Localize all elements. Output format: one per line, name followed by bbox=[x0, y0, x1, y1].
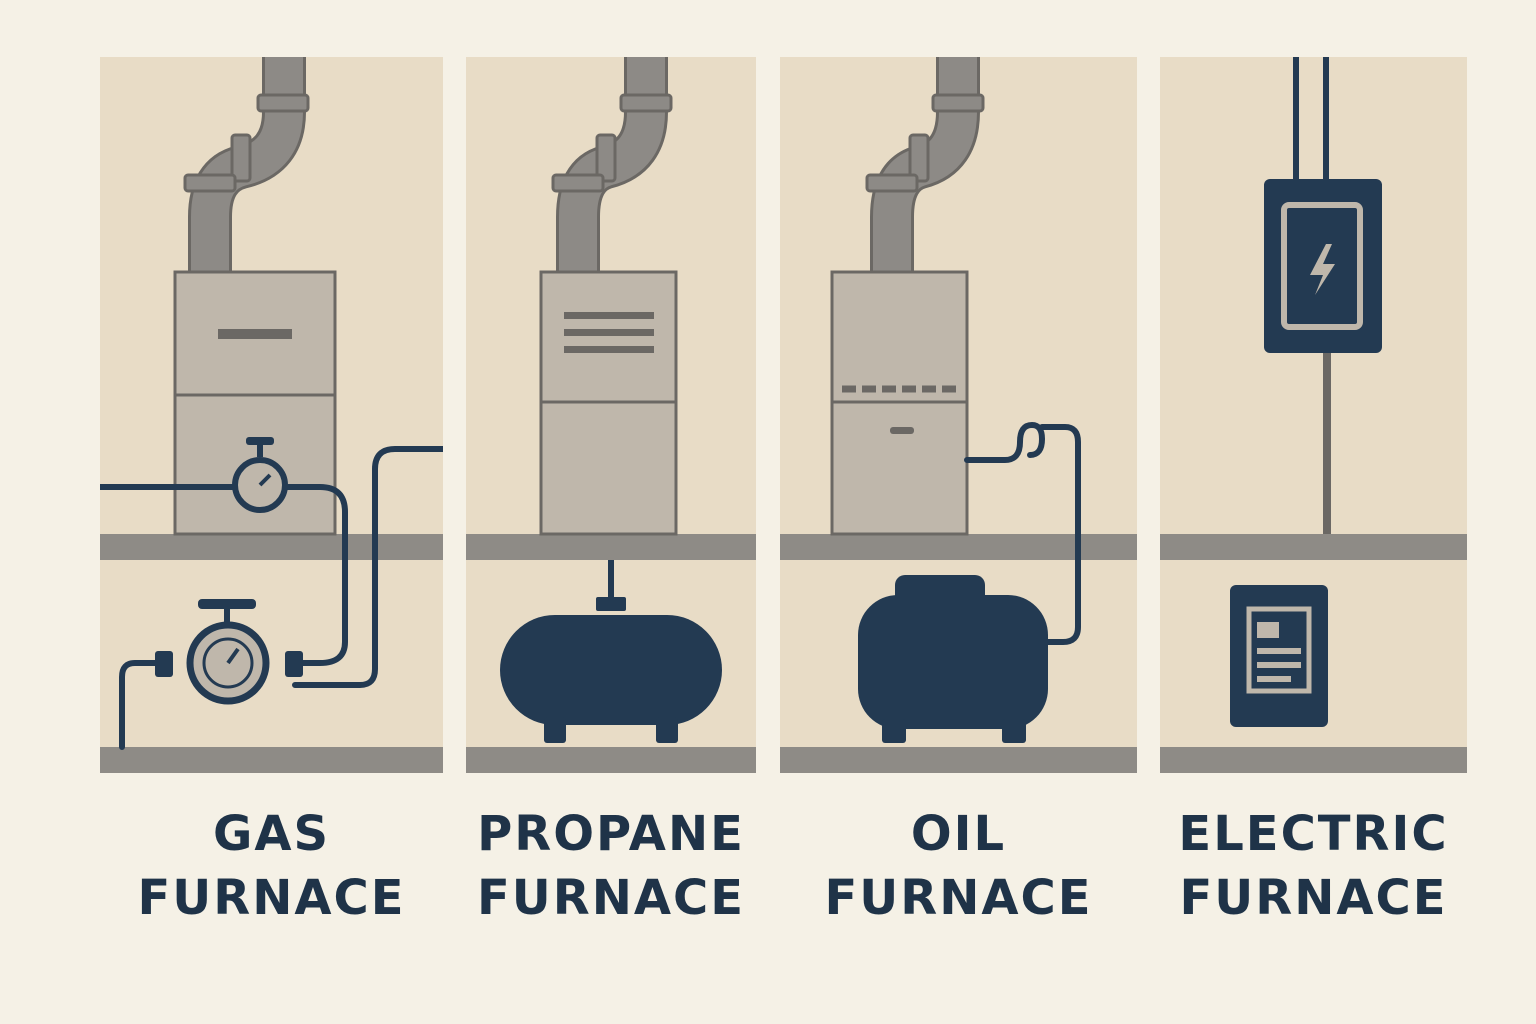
propane-furnace-label: PROPANE FURNACE bbox=[466, 802, 756, 932]
gas-valve-gauge bbox=[232, 437, 288, 513]
electrical-panel-icon bbox=[1264, 179, 1382, 353]
flue-pipe bbox=[551, 57, 673, 272]
furnace-cabinet bbox=[539, 270, 678, 536]
lightning-bolt-icon bbox=[1310, 244, 1335, 295]
oil-tank-icon bbox=[858, 575, 1048, 743]
label-line-2: FURNACE bbox=[1179, 870, 1448, 926]
label-line-2: FURNACE bbox=[476, 870, 746, 926]
flue-pipe bbox=[865, 57, 985, 272]
label-line-1: GAS bbox=[212, 806, 331, 862]
electric-furnace-label: ELECTRIC FURNACE bbox=[1160, 802, 1467, 932]
gas-furnace-panel bbox=[100, 57, 443, 773]
gas-line bbox=[100, 446, 443, 750]
flue-pipe bbox=[183, 57, 310, 272]
propane-furnace-panel bbox=[466, 57, 756, 773]
label-line-1: OIL bbox=[910, 806, 1007, 862]
label-line-1: ELECTRIC bbox=[1178, 806, 1449, 862]
furnace-cabinet bbox=[830, 270, 969, 536]
propane-tank-icon bbox=[500, 560, 722, 743]
gas-meter-icon bbox=[155, 599, 303, 705]
gas-furnace-label: GAS FURNACE bbox=[100, 802, 443, 932]
label-line-2: FURNACE bbox=[824, 870, 1093, 926]
thermostat-icon bbox=[1230, 585, 1328, 727]
oil-line bbox=[964, 422, 1081, 645]
label-line-2: FURNACE bbox=[137, 870, 406, 926]
power-wires bbox=[1293, 57, 1331, 534]
oil-furnace-panel bbox=[780, 57, 1137, 773]
oil-furnace-label: OIL FURNACE bbox=[780, 802, 1137, 932]
label-line-1: PROPANE bbox=[477, 806, 745, 862]
electric-furnace-panel bbox=[1160, 57, 1467, 773]
